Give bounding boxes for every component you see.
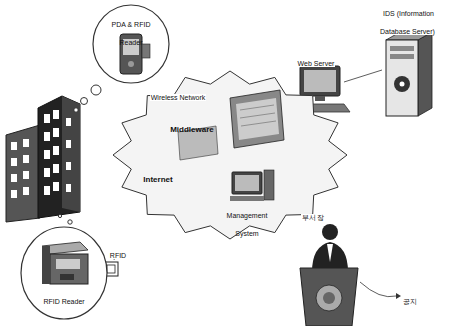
text-slot: Management System bbox=[220, 204, 274, 240]
role-label: 부서 장 bbox=[301, 214, 326, 221]
text-slot: Internet bbox=[138, 168, 178, 186]
server-label-slot: Web Server bbox=[290, 52, 342, 70]
building-icon bbox=[6, 96, 80, 222]
role-label-slot: 부서 장 bbox=[296, 206, 330, 224]
tag-label-slot: RFID bbox=[106, 244, 130, 262]
text-slot: Middleware bbox=[162, 118, 222, 136]
node-text: Management System bbox=[227, 212, 268, 237]
text-slot: PDA & RFID Reader bbox=[109, 13, 153, 49]
server-label-slot: IDS (Information Database Server) bbox=[370, 2, 446, 38]
server-label: Web Server bbox=[297, 60, 336, 67]
server-label: IDS (Information Database Server) bbox=[380, 10, 436, 35]
thought-dots bbox=[58, 85, 101, 224]
node-text: Middleware bbox=[170, 125, 214, 134]
notice-label-slot: 공지 bbox=[398, 290, 422, 308]
database-server-icon bbox=[386, 32, 432, 116]
node-text: Internet bbox=[143, 175, 172, 184]
network-label-slot: Wireless Network bbox=[146, 86, 210, 104]
text-slot: RFID Reader bbox=[34, 290, 94, 308]
node-text: PDA & RFID Reader bbox=[112, 21, 151, 46]
tag-label: RFID bbox=[109, 252, 127, 259]
reader-bubble: RFID Reader bbox=[20, 226, 108, 320]
notice-label: 공지 bbox=[402, 298, 418, 305]
network-label: Wireless Network bbox=[150, 94, 206, 101]
reader-bubble-outline bbox=[20, 226, 108, 320]
node-text: RFID Reader bbox=[43, 298, 84, 305]
speaker-figure bbox=[300, 224, 401, 326]
device-bubble: PDA & RFID Reader bbox=[92, 4, 170, 84]
